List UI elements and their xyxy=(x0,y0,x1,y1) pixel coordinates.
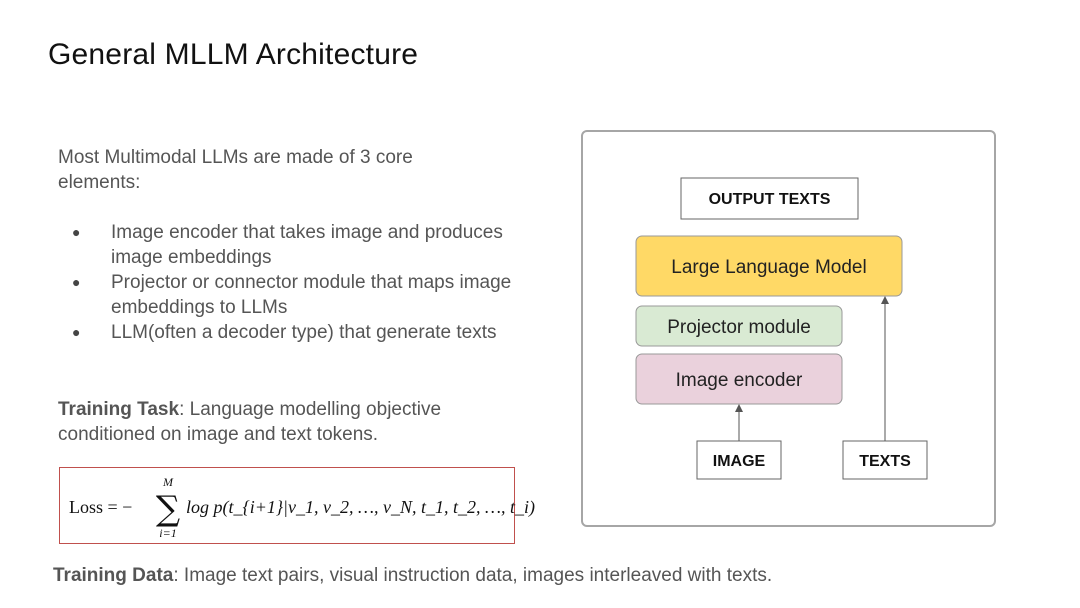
projector-label: Projector module xyxy=(667,317,811,338)
list-item-text: LLM(often a decoder type) that generate … xyxy=(111,322,497,343)
list-item-text: Image encoder that takes image and produ… xyxy=(111,222,503,268)
training-data-label: Training Data xyxy=(53,565,174,586)
loss-formula: Loss = − M ∑ i=1 log p(t_{i+1}|v_1, v_2,… xyxy=(69,475,535,540)
image-encoder-label: Image encoder xyxy=(676,370,803,391)
image-encoder-node: Image encoder xyxy=(635,353,843,405)
slide-title: General MLLM Architecture xyxy=(48,38,419,71)
list-item-text: Projector or connector module that maps … xyxy=(111,272,512,318)
intro-text: Most Multimodal LLMs are made of 3 core … xyxy=(58,147,413,193)
bullet-icon: ● xyxy=(72,324,81,340)
bullet-icon: ● xyxy=(72,224,81,240)
llm-label: Large Language Model xyxy=(671,257,866,278)
loss-lhs: Loss = − xyxy=(69,497,132,517)
training-task-text: : Language modelling objective condition… xyxy=(58,399,442,445)
texts-input-node: TEXTS xyxy=(842,440,928,480)
image-input-node: IMAGE xyxy=(696,440,782,480)
bullet-icon: ● xyxy=(72,274,81,290)
sum-symbol: ∑ xyxy=(156,489,180,529)
training-data: Training Data: Image text pairs, visual … xyxy=(53,565,772,587)
architecture-diagram: OUTPUT TEXTS Large Language Model Projec… xyxy=(581,130,996,527)
training-data-text: : Image text pairs, visual instruction d… xyxy=(173,565,773,586)
list-item: ● Projector or connector module that map… xyxy=(58,270,518,320)
component-list: ● Image encoder that takes image and pro… xyxy=(58,220,518,345)
training-task: Training Task: Language modelling object… xyxy=(58,397,508,447)
sum-upper-limit: M xyxy=(162,475,174,489)
loss-body: log p(t_{i+1}|v_1, v_2, …, v_N, t_1, t_2… xyxy=(186,497,535,518)
architecture-diagram-canvas: OUTPUT TEXTS Large Language Model Projec… xyxy=(635,177,928,480)
projector-node: Projector module xyxy=(635,305,843,347)
training-task-label: Training Task xyxy=(58,399,180,420)
sum-lower-limit: i=1 xyxy=(159,526,176,540)
image-input-label: IMAGE xyxy=(713,453,766,470)
output-texts-label: OUTPUT TEXTS xyxy=(709,191,831,208)
loss-formula-box: Loss = − M ∑ i=1 log p(t_{i+1}|v_1, v_2,… xyxy=(59,467,535,544)
llm-node: Large Language Model xyxy=(635,235,903,297)
list-item: ● Image encoder that takes image and pro… xyxy=(58,220,518,270)
list-item: ● LLM(often a decoder type) that generat… xyxy=(58,320,518,345)
texts-input-label: TEXTS xyxy=(859,453,911,470)
output-texts-node: OUTPUT TEXTS xyxy=(680,177,859,220)
